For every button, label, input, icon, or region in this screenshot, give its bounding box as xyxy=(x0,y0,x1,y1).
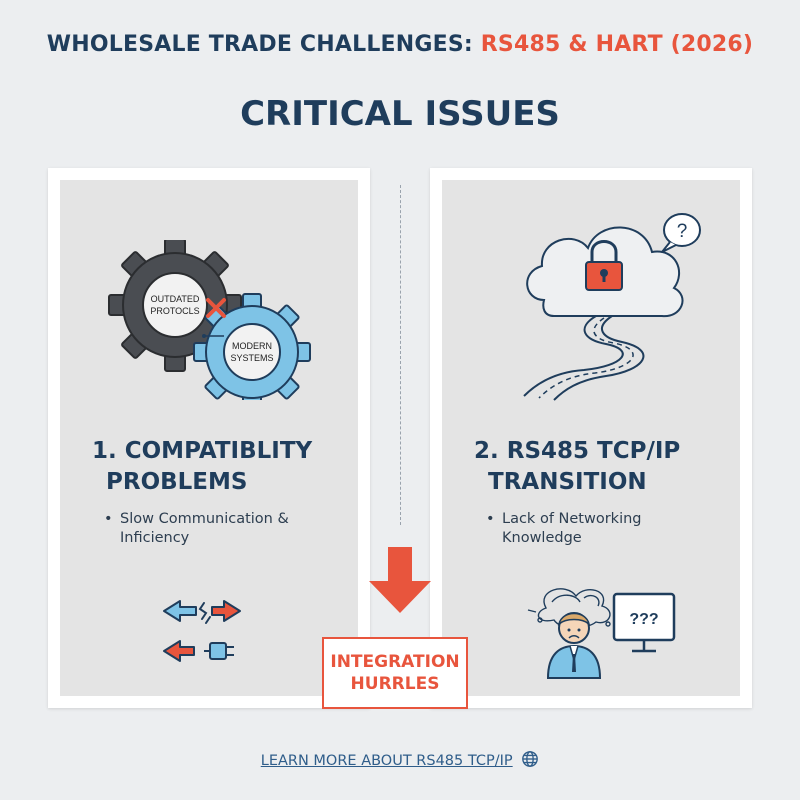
question-bubble-icon: ? xyxy=(661,213,701,253)
confused-person-icon: ??? xyxy=(527,588,676,679)
panel-title-line2: PROBLEMS xyxy=(106,469,248,495)
panel-compatibility: OUTDATED PROTOCLS MODERN SYSTEMS 1. COMP… xyxy=(48,168,370,708)
integration-callout: INTEGRATION HURRLES xyxy=(322,637,468,709)
panel-title: 2. RS485 TCP/IP TRANSITION xyxy=(474,436,734,498)
bullet-dot: • xyxy=(104,511,113,527)
gear-left-label-2: PROTOCLS xyxy=(150,306,199,316)
cloud-icon: ? xyxy=(523,213,701,401)
monitor-icon: ??? xyxy=(612,592,676,653)
bullet-item: • Slow Communication & Inficiency xyxy=(104,510,334,548)
broken-connection-icon xyxy=(198,602,211,624)
plug-icon xyxy=(204,642,234,660)
section-title: CRITICAL ISSUES xyxy=(240,94,560,134)
gear-left-label-1: OUTDATED xyxy=(151,294,200,304)
panel-transition: ? 2. RS485 TCP/IP TRANSITION • Lack of N… xyxy=(430,168,752,708)
question-mark: ? xyxy=(677,221,688,242)
panel-divider xyxy=(400,185,401,525)
bullet-item: • Lack of Networking Knowledge xyxy=(486,510,716,548)
panel-title-line1: 1. COMPATIBLITY xyxy=(92,438,313,464)
x-mark-icon xyxy=(206,298,226,318)
callout-line1: INTEGRATION xyxy=(330,652,460,672)
globe-icon[interactable] xyxy=(521,750,539,768)
winding-road-icon xyxy=(523,315,645,401)
panel-title-line2: TRANSITION xyxy=(488,469,647,495)
panel-title: 1. COMPATIBLITY PROBLEMS xyxy=(92,436,352,498)
arrows-swap-icon xyxy=(163,600,241,662)
bullet-dot: • xyxy=(486,511,495,527)
padlock-icon xyxy=(585,240,623,291)
header-title-accent: RS485 & HART (2026) xyxy=(480,32,754,57)
gear-right-label-2: SYSTEMS xyxy=(230,353,273,363)
learn-more: LEARN MORE ABOUT RS485 TCP/IP xyxy=(0,750,800,769)
arrow-down-icon xyxy=(369,547,431,613)
gears-icon: OUTDATED PROTOCLS MODERN SYSTEMS xyxy=(108,240,311,400)
gear-right-label-1: MODERN xyxy=(232,341,272,351)
bullet-text: Slow Communication & Inficiency xyxy=(120,511,289,546)
monitor-text: ??? xyxy=(629,611,658,628)
header-title-main: WHOLESALE TRADE CHALLENGES: xyxy=(46,32,481,57)
learn-more-link[interactable]: LEARN MORE ABOUT RS485 TCP/IP xyxy=(260,753,513,769)
callout-line2: HURRLES xyxy=(350,674,440,694)
page-header: WHOLESALE TRADE CHALLENGES: RS485 & HART… xyxy=(0,32,800,57)
panel-title-line1: 2. RS485 TCP/IP xyxy=(474,438,681,464)
bullet-text: Lack of Networking Knowledge xyxy=(502,511,642,546)
